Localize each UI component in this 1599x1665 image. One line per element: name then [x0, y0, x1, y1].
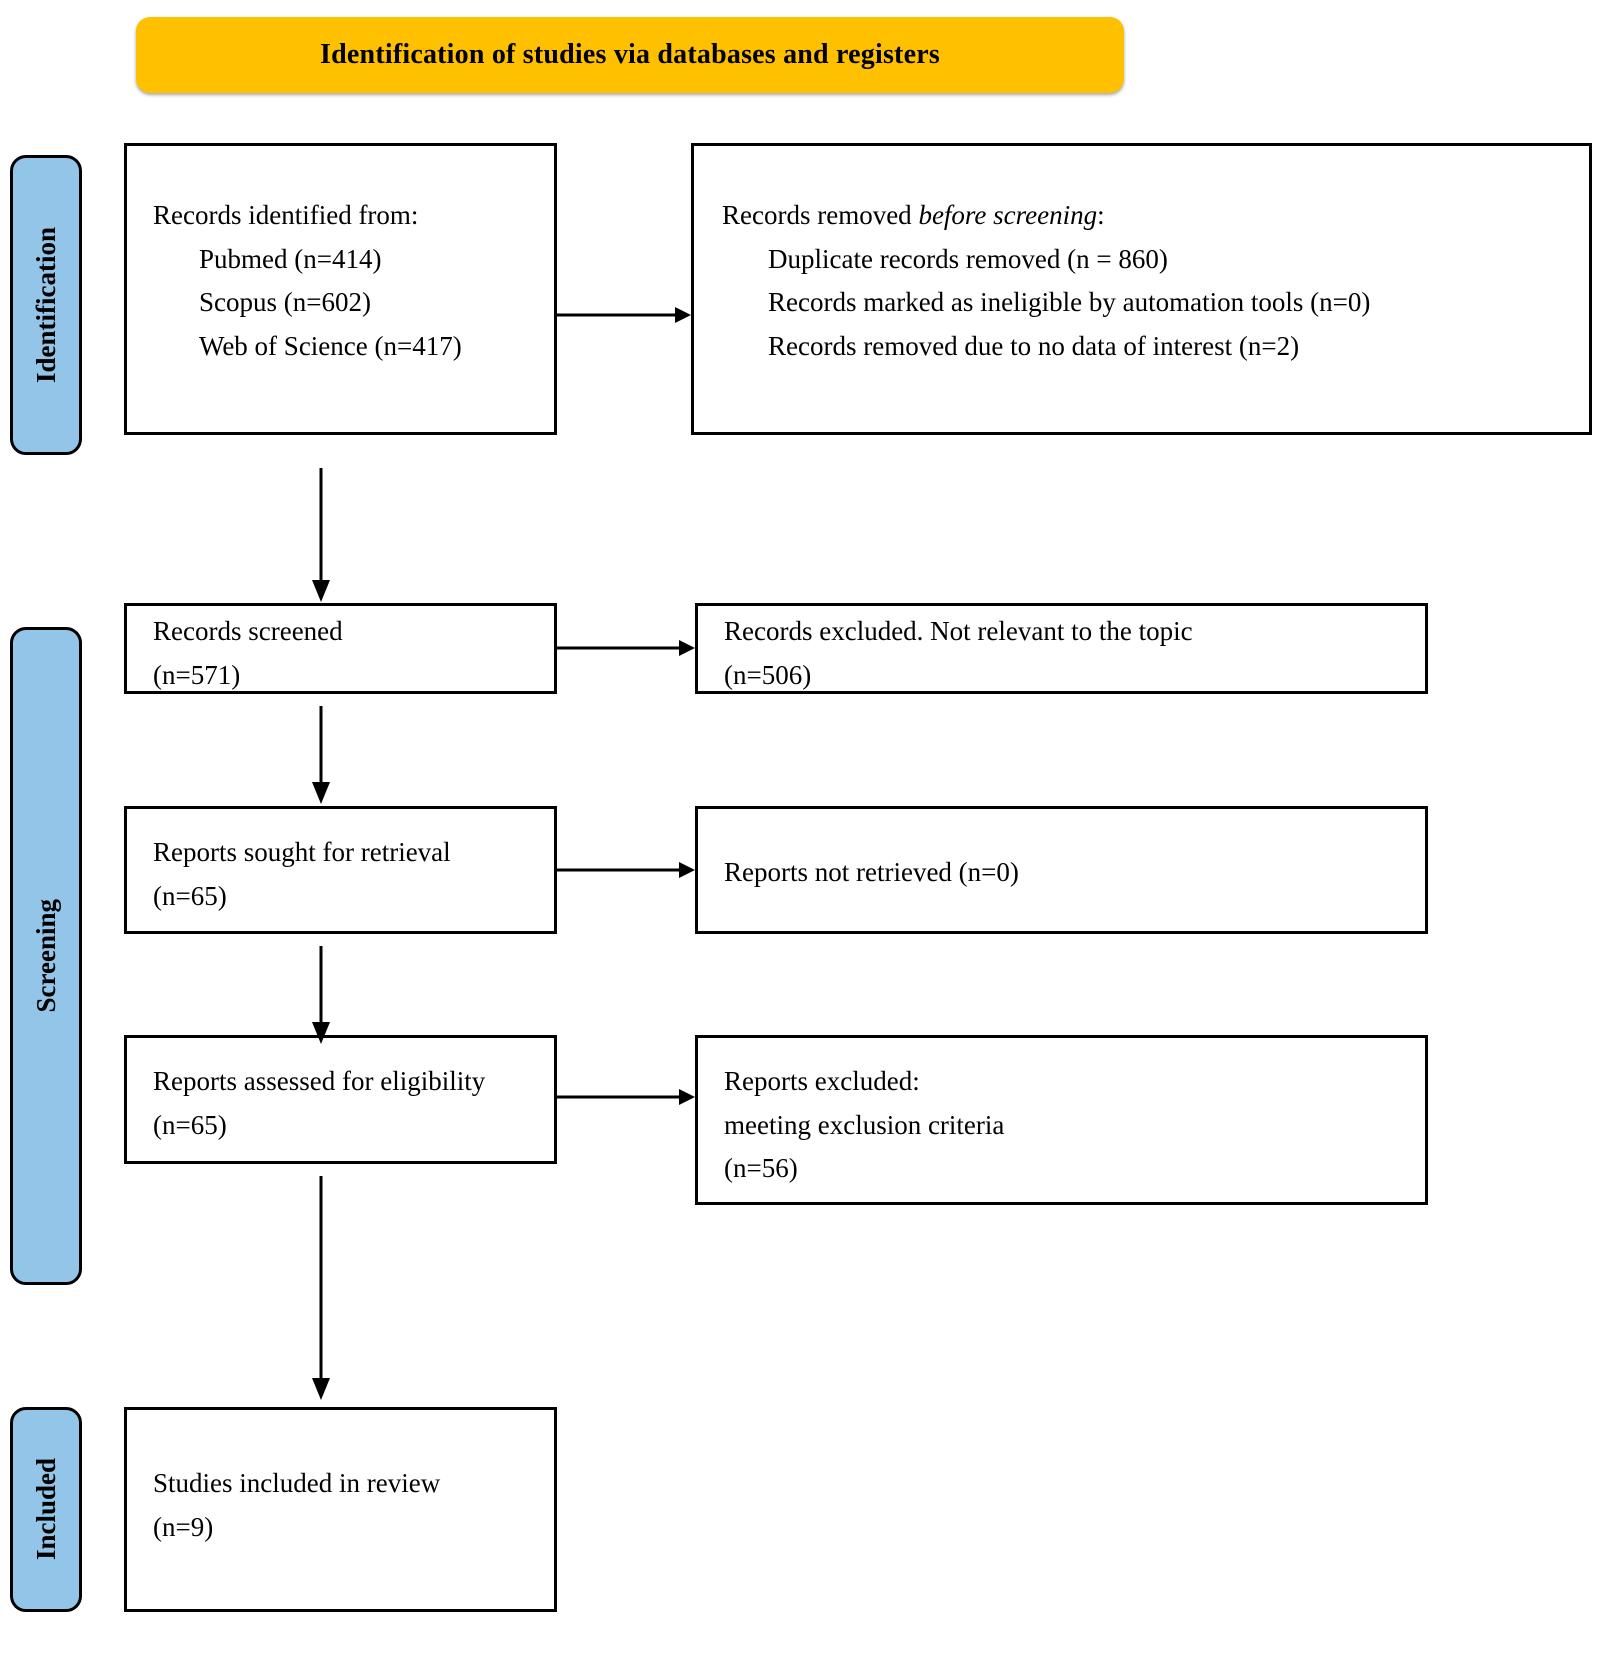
records-removed-duplicates: Duplicate records removed (n = 860) [768, 243, 1168, 274]
arrow-identified-to-removed [557, 303, 697, 327]
box-records-screened: Records screened (n=571) [124, 603, 557, 694]
box-records-excluded-not-relevant: Records excluded. Not relevant to the to… [695, 603, 1428, 694]
arrow-screened-to-sought [306, 706, 336, 806]
stage-label-identification: Identification [10, 155, 82, 455]
reports-excluded-count: (n=56) [724, 1153, 798, 1184]
arrow-assessed-to-reports-excluded [557, 1085, 702, 1109]
box-records-identified: Records identified from: Pubmed (n=414) … [124, 143, 557, 435]
arrow-assessed-to-included [306, 1176, 336, 1402]
stage-label-screening-text: Screening [30, 899, 61, 1013]
stage-label-included: Included [10, 1407, 82, 1612]
reports-assessed-count: (n=65) [153, 1109, 227, 1140]
records-removed-no-data: Records removed due to no data of intere… [768, 331, 1300, 362]
diagram-title-banner: Identification of studies via databases … [136, 17, 1124, 93]
box-reports-excluded: Reports excluded: meeting exclusion crit… [695, 1035, 1428, 1205]
stage-label-screening: Screening [10, 627, 82, 1285]
studies-included-label: Studies included in review [153, 1468, 441, 1498]
records-excluded-count: (n=506) [724, 659, 812, 690]
records-identified-source-wos: Web of Science (n=417) [199, 331, 462, 362]
reports-excluded-reason: meeting exclusion criteria [724, 1109, 1005, 1140]
box-records-removed-before-screening: Records removed before screening: Duplic… [691, 143, 1592, 435]
records-identified-source-pubmed: Pubmed (n=414) [199, 243, 382, 274]
records-screened-label: Records screened [153, 616, 343, 646]
reports-sought-label: Reports sought for retrieval [153, 837, 451, 867]
arrow-sought-to-not-retrieved [557, 858, 702, 882]
records-removed-heading-prefix: Records removed [722, 200, 919, 230]
records-removed-automation: Records marked as ineligible by automati… [768, 287, 1371, 318]
arrow-screened-to-excluded [557, 636, 702, 660]
records-removed-heading-italic: before screening [918, 200, 1098, 230]
stage-label-included-text: Included [30, 1458, 61, 1561]
reports-sought-count: (n=65) [153, 880, 227, 911]
box-studies-included-in-review: Studies included in review (n=9) [124, 1407, 557, 1612]
box-reports-assessed-for-eligibility: Reports assessed for eligibility (n=65) [124, 1035, 557, 1164]
records-identified-source-scopus: Scopus (n=602) [199, 287, 371, 318]
stage-label-identification-text: Identification [30, 226, 61, 383]
reports-excluded-label: Reports excluded: [724, 1066, 920, 1096]
records-removed-heading: Records removed before screening: [722, 194, 1575, 238]
arrow-sought-to-assessed [306, 946, 336, 1046]
arrow-identified-to-screened [306, 468, 336, 604]
diagram-title: Identification of studies via databases … [320, 39, 940, 70]
studies-included-count: (n=9) [153, 1511, 214, 1542]
box-reports-sought-for-retrieval: Reports sought for retrieval (n=65) [124, 806, 557, 934]
reports-not-retrieved-label: Reports not retrieved (n=0) [724, 857, 1019, 887]
records-screened-count: (n=571) [153, 659, 241, 690]
records-excluded-label: Records excluded. Not relevant to the to… [724, 616, 1193, 646]
box-reports-not-retrieved: Reports not retrieved (n=0) [695, 806, 1428, 934]
reports-assessed-label: Reports assessed for eligibility [153, 1066, 486, 1096]
records-removed-heading-suffix: : [1097, 200, 1105, 230]
records-identified-heading: Records identified from: [153, 200, 419, 230]
